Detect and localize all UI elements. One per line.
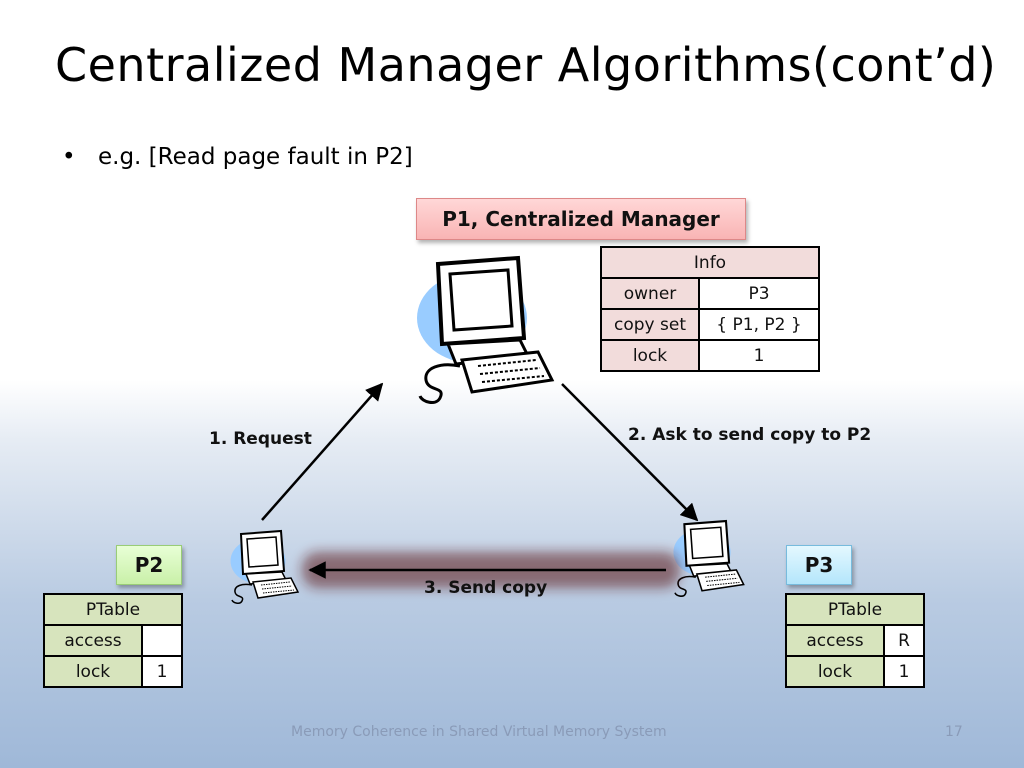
table-row: lock 1	[600, 339, 820, 372]
p2-lock-value: 1	[141, 655, 183, 688]
table-row: access	[43, 624, 183, 657]
manager-label: P1, Centralized Manager	[416, 198, 746, 240]
ask-arrow	[561, 383, 699, 522]
info-table: Info owner P3 copy set { P1, P2 } lock 1	[600, 246, 820, 372]
ask-label: 2. Ask to send copy to P2	[628, 425, 872, 445]
p2-access-value	[141, 624, 183, 657]
page-number: 17	[945, 724, 963, 740]
p3-label: P3	[786, 545, 852, 585]
p3-ptable: PTable access R lock 1	[785, 593, 925, 688]
info-owner-label: owner	[600, 277, 700, 310]
p3-computer-icon	[672, 519, 745, 598]
info-copyset-value: { P1, P2 }	[698, 308, 820, 341]
p3-ptable-header: PTable	[785, 593, 925, 626]
request-label: 1. Request	[209, 429, 312, 449]
p2-access-label: access	[43, 624, 143, 657]
p2-ptable-header: PTable	[43, 593, 183, 626]
send-copy-label: 3. Send copy	[424, 578, 548, 598]
p3-lock-label: lock	[785, 655, 885, 688]
bullet-dot: •	[62, 144, 76, 170]
info-lock-label: lock	[600, 339, 700, 372]
table-row: lock 1	[43, 655, 183, 688]
table-row: access R	[785, 624, 925, 657]
p2-computer-icon	[229, 530, 299, 605]
slide-title: Centralized Manager Algorithms(cont’d)	[55, 38, 997, 92]
footer-text: Memory Coherence in Shared Virtual Memor…	[291, 724, 667, 740]
request-arrow	[261, 382, 384, 521]
manager-computer-icon	[415, 256, 554, 405]
p2-lock-label: lock	[43, 655, 143, 688]
info-header: Info	[600, 246, 820, 279]
p3-access-label: access	[785, 624, 885, 657]
table-row: lock 1	[785, 655, 925, 688]
info-owner-value: P3	[698, 277, 820, 310]
table-row: owner P3	[600, 277, 820, 310]
p2-ptable: PTable access lock 1	[43, 593, 183, 688]
p3-access-value: R	[883, 624, 925, 657]
bullet-item: • e.g. [Read page fault in P2]	[62, 144, 413, 170]
p3-lock-value: 1	[883, 655, 925, 688]
info-lock-value: 1	[698, 339, 820, 372]
bullet-text: e.g. [Read page fault in P2]	[98, 144, 413, 170]
p2-label: P2	[116, 545, 182, 585]
table-row: copy set { P1, P2 }	[600, 308, 820, 341]
info-copyset-label: copy set	[600, 308, 700, 341]
